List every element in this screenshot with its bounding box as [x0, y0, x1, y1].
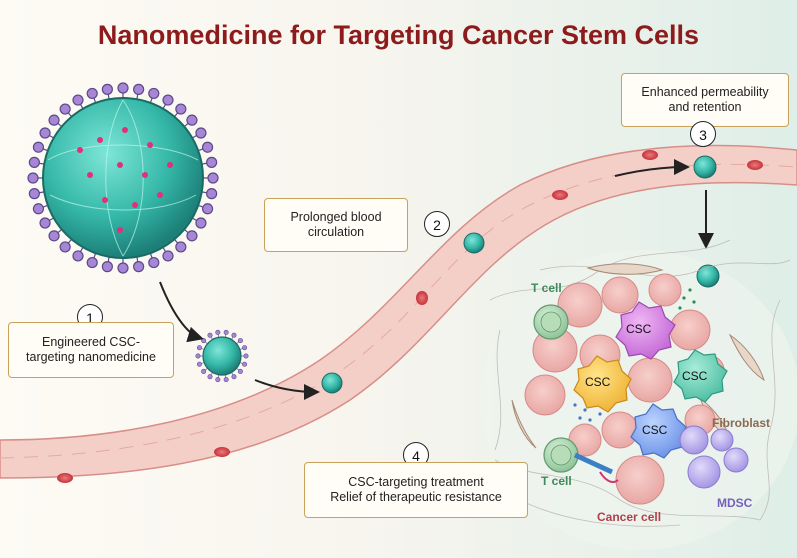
- ligand-head: [195, 127, 207, 139]
- ligand-head: [207, 172, 219, 184]
- t-cell-label-bottom: T cell: [541, 474, 572, 488]
- ligand-head: [117, 82, 129, 94]
- ligand-head: [175, 103, 187, 115]
- ligand-head: [186, 230, 198, 242]
- ligand-head: [48, 114, 60, 126]
- ligand-head: [72, 94, 84, 106]
- ligand-head: [231, 332, 237, 338]
- ligand-head: [32, 141, 45, 153]
- ligand-head: [206, 188, 218, 200]
- ligand-head: [207, 374, 213, 380]
- csc-label-teal: CSC: [682, 369, 708, 383]
- ligand-head: [59, 103, 71, 115]
- ligand-head: [223, 377, 229, 383]
- ligand-head: [201, 141, 214, 153]
- step-1-line-2: targeting nanomedicine: [26, 350, 156, 364]
- ligand-head: [242, 345, 248, 351]
- ligand-head: [243, 353, 249, 359]
- step-1-box: Engineered CSC- targeting nanomedicine: [8, 322, 174, 378]
- ligand-head: [162, 94, 174, 106]
- ligand-head: [101, 83, 113, 95]
- ligand-head: [39, 217, 51, 229]
- ligand-head: [215, 329, 221, 335]
- ligand-head: [223, 329, 229, 335]
- ligand-head: [117, 262, 129, 274]
- csc-label-yellow: CSC: [585, 375, 611, 389]
- t-cells: [533, 304, 619, 483]
- ligand-head: [186, 114, 198, 126]
- ligand-head: [148, 256, 160, 269]
- cancer-cell-label: Cancer cell: [597, 510, 662, 524]
- cancer-cells: [524, 273, 725, 505]
- ligand-head: [59, 241, 71, 253]
- ligand-head: [242, 361, 248, 367]
- ligand-head: [27, 172, 39, 184]
- flow-arrows: [159, 159, 714, 400]
- step-1-line-1: Engineered CSC-: [42, 335, 140, 349]
- t-cell-label-top: T cell: [531, 281, 562, 295]
- csc-cells: [573, 301, 728, 459]
- ligand-head: [101, 261, 113, 273]
- ligand-head: [237, 338, 243, 344]
- small-nanoparticles: [321, 155, 720, 394]
- ligand-head: [48, 230, 60, 242]
- ligand-head: [39, 127, 51, 139]
- ligand-head: [28, 156, 40, 168]
- ligand-head: [237, 368, 243, 374]
- step-3-line-1: Enhanced permeability: [641, 85, 769, 99]
- ligand-head: [133, 261, 145, 273]
- step-3-box: Enhanced permeability and retention: [621, 73, 789, 127]
- ligand-head: [201, 338, 207, 344]
- ligand-head: [195, 353, 201, 359]
- step-4-box: CSC-targeting treatment Relief of therap…: [304, 462, 528, 518]
- ligand-head: [175, 241, 187, 253]
- ligand-head: [206, 156, 218, 168]
- step-2-line-1: Prolonged blood: [290, 210, 382, 224]
- fibroblast-label: Fibroblast: [712, 416, 771, 430]
- ligand-head: [196, 345, 202, 351]
- ligand-head: [32, 203, 45, 215]
- ligand-head: [231, 374, 237, 380]
- ligand-head: [162, 250, 174, 262]
- ligand-head: [195, 217, 207, 229]
- step-3-line-2: and retention: [668, 100, 742, 114]
- large-nanoparticle: [27, 82, 219, 274]
- mdsc-label: MDSC: [717, 496, 753, 510]
- ligand-head: [201, 368, 207, 374]
- ligand-head: [133, 83, 145, 95]
- step-2-number: 2: [424, 211, 450, 237]
- csc-label-purple: CSC: [626, 322, 652, 336]
- step-2-line-2: circulation: [307, 225, 365, 239]
- page-title: Nanomedicine for Targeting Cancer Stem C…: [97, 20, 700, 50]
- medium-nanoparticle: [195, 329, 249, 383]
- ligand-head: [215, 377, 221, 383]
- ligand-head: [148, 87, 160, 100]
- ligand-head: [28, 188, 40, 200]
- step-2-box: Prolonged blood circulation: [264, 198, 408, 252]
- step-4-line-2: Relief of therapeutic resistance: [330, 490, 502, 504]
- step-3-number: 3: [690, 121, 716, 147]
- ligand-head: [72, 250, 84, 262]
- ligand-head: [201, 203, 214, 215]
- mdsc-cells: [679, 425, 749, 489]
- csc-label-blue: CSC: [642, 423, 668, 437]
- ligand-head: [86, 87, 98, 100]
- ligand-head: [86, 256, 98, 269]
- step-4-line-1: CSC-targeting treatment: [348, 475, 484, 489]
- ligand-head: [207, 332, 213, 338]
- ligand-head: [196, 361, 202, 367]
